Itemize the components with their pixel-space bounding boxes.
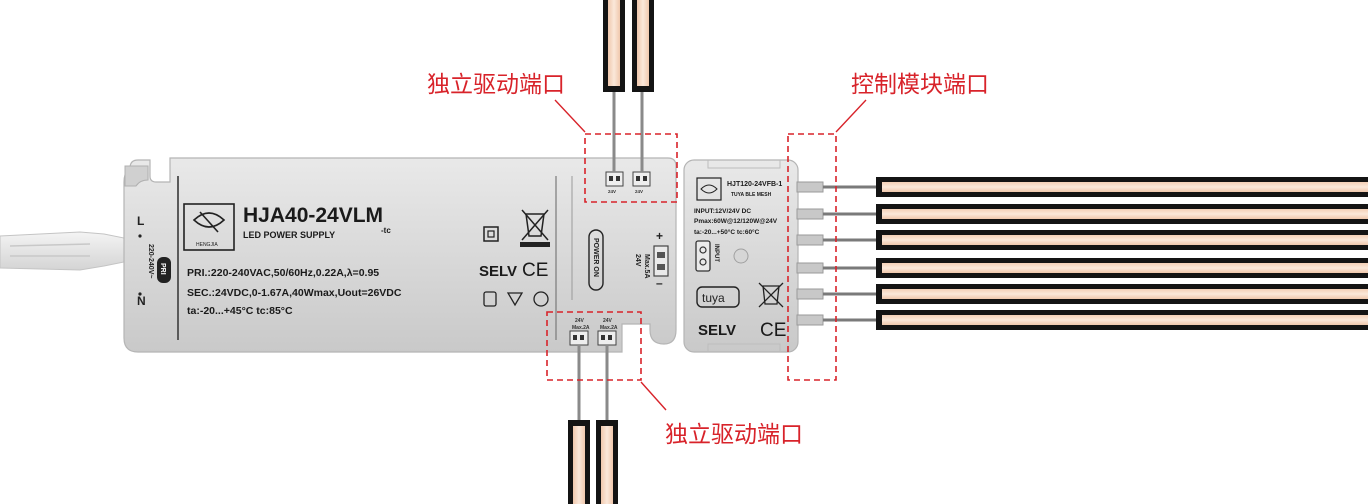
top-led-strips — [603, 0, 654, 172]
module-temp-spec: ta:-20...+50°C tc:60°C — [694, 228, 760, 236]
callout-box-bottom — [546, 311, 667, 411]
module-output-channels — [796, 177, 1368, 330]
output-connector — [796, 314, 824, 326]
top-port-1-label: 24V — [608, 189, 616, 194]
ps-spec-ta: ta:-20...+45°C tc:85°C — [187, 305, 293, 317]
input-n-label: N — [137, 294, 146, 308]
top-port-2-label: 24V — [635, 189, 643, 194]
output-connector — [796, 234, 824, 246]
module-ce-mark: CE — [760, 320, 786, 341]
tuya-badge — [696, 286, 740, 308]
module-pmax-spec: Pmax:60W@12/120W@24V — [694, 218, 778, 225]
module-input-vertical: INPUT — [713, 244, 719, 262]
safety-symbols-icon — [483, 291, 549, 307]
module-button — [733, 248, 749, 264]
input-n-dot — [138, 292, 142, 296]
callout-top-label: 独立驱动端口 — [427, 72, 565, 98]
led-strip-glow — [882, 289, 1368, 299]
ps-model-title: HJA40-24VLM — [243, 204, 383, 227]
module-model: HJT120-24VFB-1 — [727, 181, 782, 188]
module-weee-icon — [758, 282, 784, 308]
ps-model-suffix: -tc — [381, 226, 391, 235]
pri-badge — [157, 257, 171, 283]
ps-subtitle: LED POWER SUPPLY — [243, 230, 335, 240]
bottom-led-strips — [568, 345, 618, 504]
input-l-label: L — [137, 214, 144, 228]
out-minus-label: – — [656, 276, 663, 290]
dc-output-socket — [653, 245, 669, 277]
ps-spec-pri: PRI.:220-240VAC,50/60Hz,0.22A,λ=0.95 — [187, 267, 379, 279]
tuya-label: tuya — [702, 291, 725, 305]
ps-ce-mark: CE — [522, 260, 548, 281]
out-voltage-label: 24V — [634, 254, 641, 267]
bottom-port-2-voltage: 24V — [603, 318, 613, 324]
module-input-socket — [695, 240, 711, 272]
output-connector — [796, 288, 824, 300]
callout-right-label: 控制模块端口 — [851, 72, 989, 98]
callout-bottom-label: 独立驱动端口 — [665, 422, 803, 448]
ps-selv-mark: SELV — [479, 263, 517, 280]
bottom-driver-ports — [569, 330, 617, 346]
ac-input-cable — [0, 231, 125, 271]
callout-box-right — [787, 99, 867, 381]
pri-badge-label: PRI — [159, 263, 166, 275]
out-plus-label: + — [656, 229, 663, 243]
output-connector — [796, 181, 824, 193]
bottom-port-1-current: Max.2A — [572, 325, 590, 331]
led-strip-glow — [882, 209, 1368, 219]
power-supply-body — [123, 157, 677, 353]
output-connector — [796, 262, 824, 274]
led-strip-glow — [882, 263, 1368, 273]
svg-text:HENGJIA: HENGJIA — [196, 242, 218, 248]
module-selv-mark: SELV — [698, 322, 736, 339]
weee-bin-icon — [520, 209, 550, 247]
power-on-label: POWER ON — [592, 238, 599, 277]
input-voltage-label: 220-240V~ — [147, 244, 154, 278]
hengjia-logo: HENGJIA — [183, 203, 235, 251]
led-strip-glow — [882, 182, 1368, 192]
module-subtitle: TUYA BLE MESH — [731, 192, 772, 198]
callout-box-top — [554, 99, 678, 203]
input-l-dot — [138, 234, 142, 238]
bottom-port-2-current: Max.2A — [600, 325, 618, 331]
led-strip-glow — [882, 315, 1368, 325]
led-strip-glow — [882, 235, 1368, 245]
ps-spec-sec: SEC.:24VDC,0-1.67A,40Wmax,Uout=26VDC — [187, 287, 402, 299]
module-input-spec: INPUT:12V/24V DC — [694, 208, 751, 215]
power-on-indicator — [588, 229, 604, 291]
out-current-label: Max.5A — [643, 254, 650, 279]
output-connector — [796, 208, 824, 220]
double-insulation-icon — [483, 226, 499, 242]
module-logo — [696, 177, 722, 201]
bottom-port-1-voltage: 24V — [575, 318, 585, 324]
